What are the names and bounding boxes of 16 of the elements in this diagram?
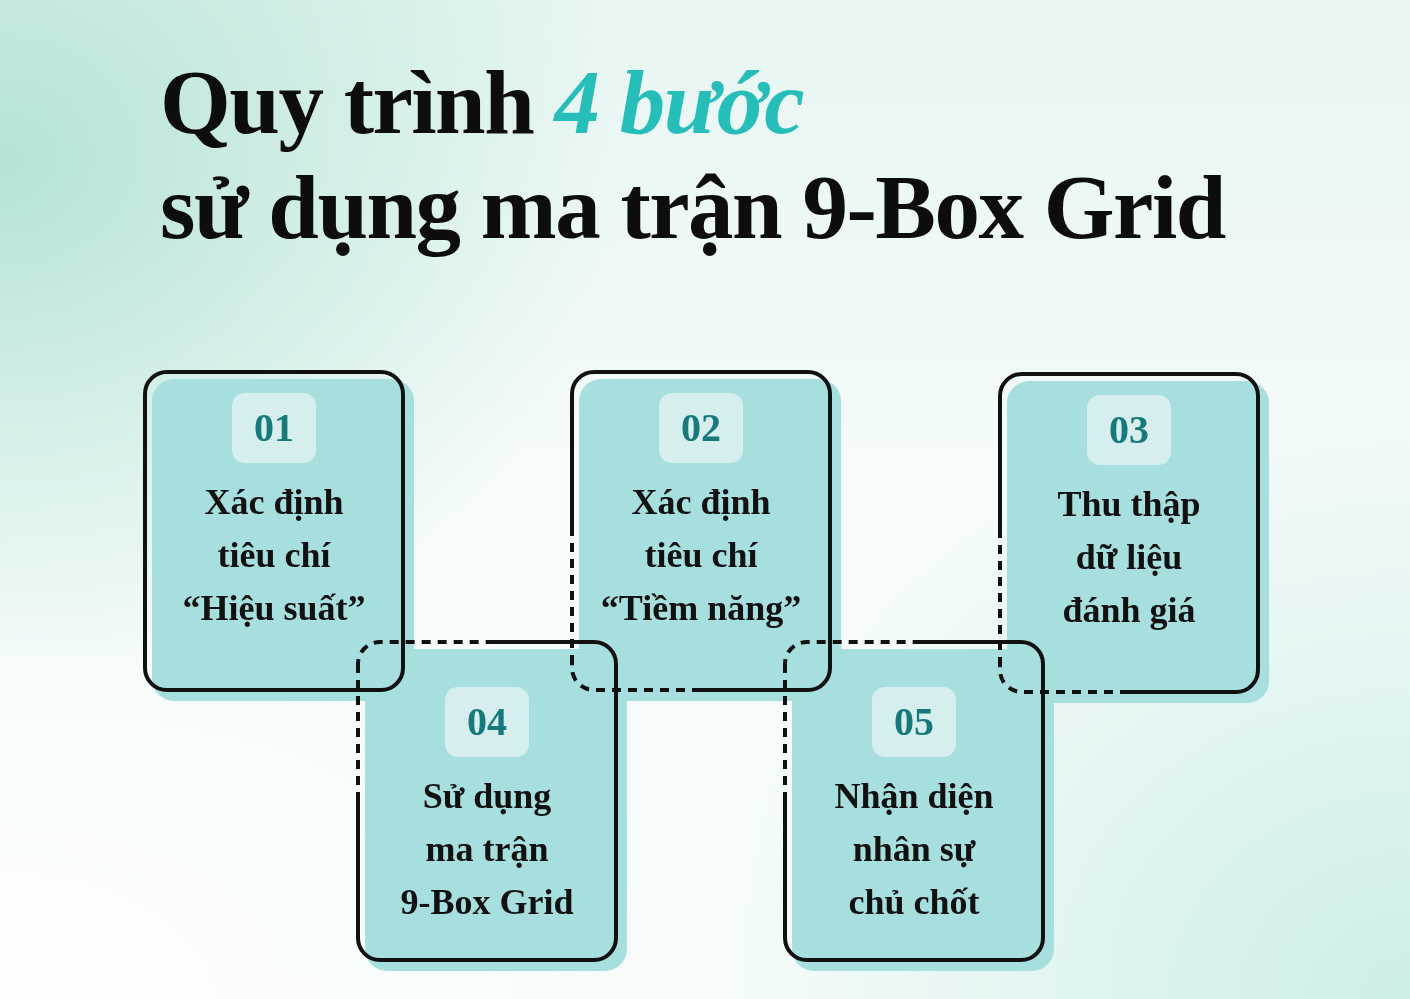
step-card bbox=[570, 370, 841, 701]
step-card bbox=[356, 640, 627, 971]
step-card bbox=[143, 370, 414, 701]
step-number: 03 bbox=[1087, 395, 1171, 465]
step-card bbox=[998, 372, 1269, 703]
step-number: 04 bbox=[445, 687, 529, 757]
title: Quy trình 4 bước sử dụng ma trận 9-Box Grid bbox=[160, 51, 1225, 260]
step-number: 02 bbox=[659, 393, 743, 463]
step-number: 05 bbox=[872, 687, 956, 757]
step-text: Sử dụng ma trận 9-Box Grid bbox=[399, 775, 575, 924]
step-text: Xác định tiêu chí “Hiệu suất” bbox=[181, 481, 367, 630]
step-text: Nhận diện nhân sự chủ chốt bbox=[833, 775, 995, 924]
step-card bbox=[783, 640, 1054, 971]
step-text: Thu thập dữ liệu đánh giá bbox=[1056, 483, 1202, 632]
step-text: Xác định tiêu chí “Tiềm năng” bbox=[599, 481, 803, 630]
step-number: 01 bbox=[232, 393, 316, 463]
